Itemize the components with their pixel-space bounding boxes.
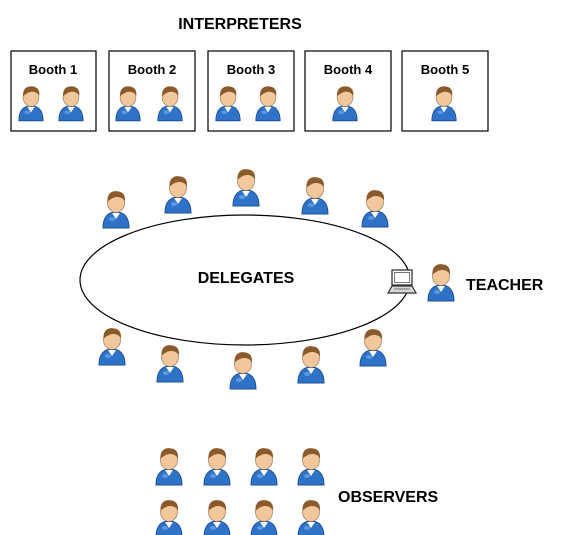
booth-label: Booth 1 <box>29 62 77 77</box>
delegate-person-icon <box>232 168 260 207</box>
observers-group <box>155 447 325 535</box>
booth-2: Booth 2 <box>108 50 196 132</box>
booth-5: Booth 5 <box>401 50 489 132</box>
teacher-label: TEACHER <box>466 277 544 294</box>
observer-person-icon <box>297 447 325 486</box>
booth-4: Booth 4 <box>304 50 392 132</box>
observer-person-icon <box>297 499 325 535</box>
delegate-person-icon <box>164 175 192 214</box>
delegate-person-icon <box>361 189 389 228</box>
delegate-person-icon <box>297 345 325 384</box>
laptop-icon <box>387 269 417 294</box>
observer-person-icon <box>250 499 278 535</box>
delegate-person-icon <box>102 190 130 229</box>
observer-person-icon <box>155 499 183 535</box>
booth-label: Booth 4 <box>324 62 373 77</box>
observers-label: OBSERVERS <box>338 489 439 506</box>
observer-person-icon <box>155 447 183 486</box>
booth-label: Booth 3 <box>227 62 275 77</box>
delegate-person-icon <box>98 327 126 366</box>
booth-label: Booth 5 <box>421 62 469 77</box>
observer-person-icon <box>203 447 231 486</box>
interpreters-label: INTERPRETERS <box>178 16 302 33</box>
booth-3: Booth 3 <box>207 50 295 132</box>
observer-person-icon <box>250 447 278 486</box>
booth-1: Booth 1 <box>10 50 97 132</box>
booth-label: Booth 2 <box>128 62 176 77</box>
delegate-person-icon <box>301 176 329 215</box>
delegate-person-icon <box>359 328 387 367</box>
delegates-label: DELEGATES <box>198 270 295 287</box>
delegate-person-icon <box>156 344 184 383</box>
teacher-person-icon <box>427 263 455 302</box>
delegate-person-icon <box>229 351 257 390</box>
observer-person-icon <box>203 499 231 535</box>
